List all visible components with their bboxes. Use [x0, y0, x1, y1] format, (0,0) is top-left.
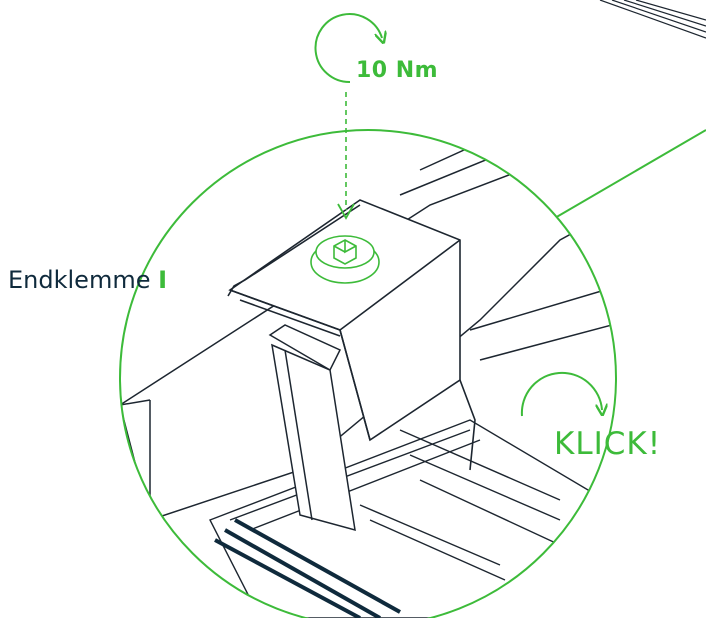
frame-grooves [214, 518, 401, 618]
torque-label: 10 Nm [356, 58, 439, 83]
clamp-leg [268, 324, 356, 532]
rail-corner-detail [599, 0, 706, 39]
insertion-arrow-icon [337, 203, 355, 220]
click-rotation-arrow-icon [520, 371, 602, 416]
part-label: Endklemme I [8, 266, 167, 294]
screw-head-icon [310, 235, 380, 284]
magnifier-circle [119, 129, 617, 618]
click-label: KLICK! [554, 426, 662, 462]
part-name: Endklemme [8, 266, 151, 294]
end-clamp [227, 199, 476, 471]
rotation-arrow-icon [314, 13, 382, 84]
part-marker: I [158, 266, 168, 294]
magnified-detail [120, 130, 616, 618]
